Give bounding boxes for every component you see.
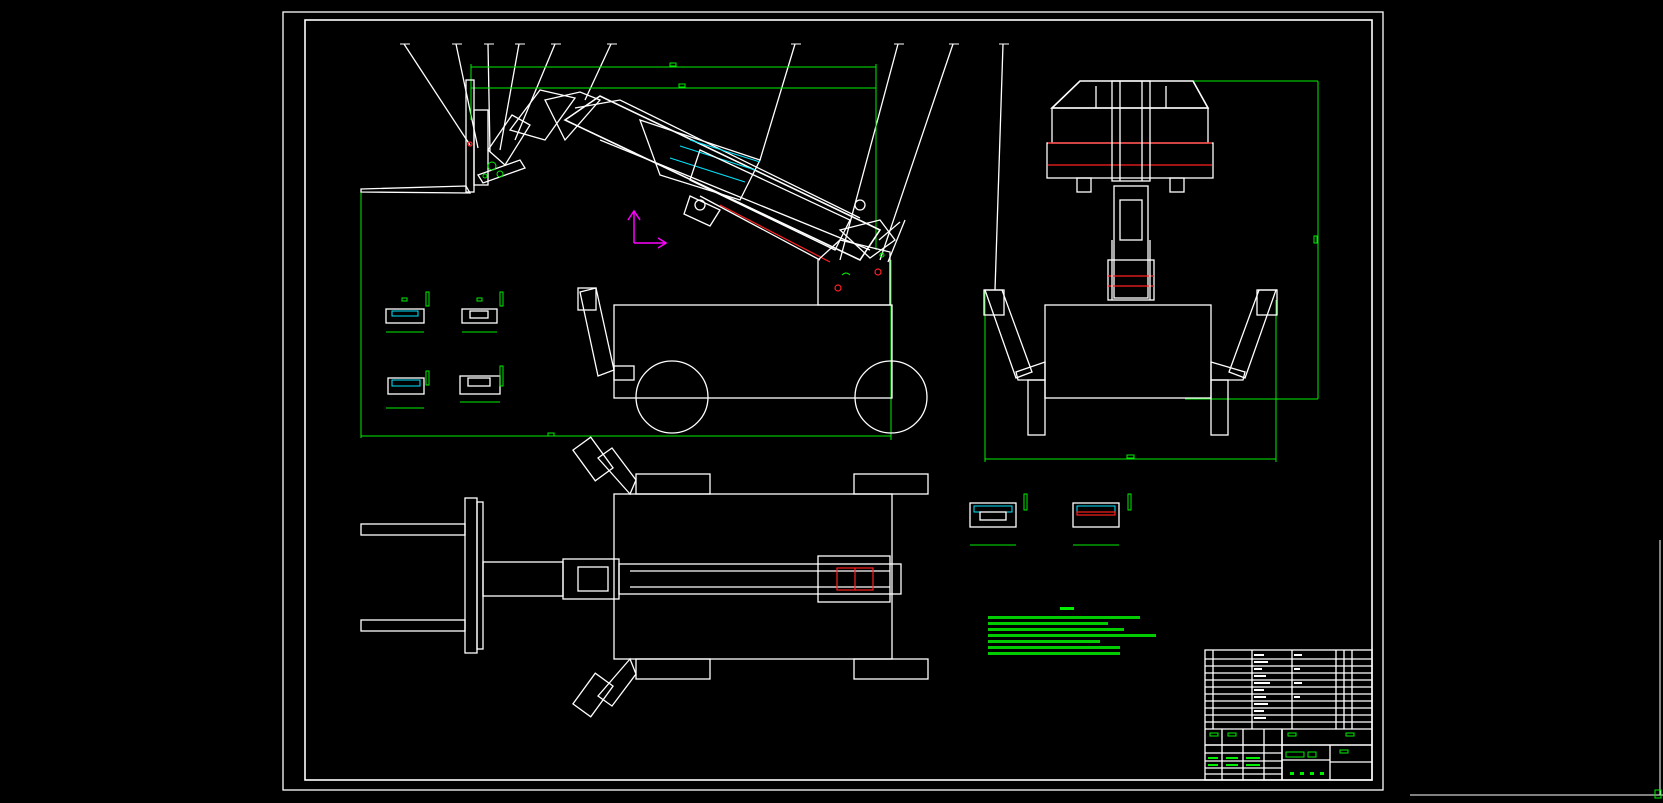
chassis-plan <box>613 473 929 680</box>
outrigger-side <box>577 287 615 377</box>
title-block-fields <box>1205 729 1372 780</box>
boom-front <box>1107 185 1155 301</box>
fork-carriage-side <box>360 79 531 194</box>
forks-plan <box>360 497 484 654</box>
front-elevation-view <box>983 80 1319 462</box>
side-view-dimensions <box>360 62 892 440</box>
telescopic-boom-side <box>508 89 906 263</box>
detail-section-4 <box>459 365 504 403</box>
chassis-side <box>613 304 928 434</box>
drawing-border <box>282 11 1384 791</box>
detail-section-3 <box>386 370 430 409</box>
outrigger-front-left <box>983 289 1046 381</box>
model-space-edge <box>1410 540 1663 799</box>
part-number-balloons <box>400 43 1009 291</box>
title-block <box>1204 649 1373 781</box>
detail-section-6 <box>1072 493 1132 546</box>
ucs-icon <box>627 209 668 249</box>
detail-section-2 <box>461 291 504 333</box>
chassis-front <box>1027 304 1229 436</box>
fork-frame-front <box>1046 80 1214 193</box>
technical-requirements-note <box>988 607 1156 655</box>
outrigger-front-right <box>1210 289 1278 381</box>
detail-section-1 <box>385 291 430 333</box>
front-view-dimensions <box>984 80 1319 462</box>
boom-plan <box>482 555 902 603</box>
plan-view <box>360 436 929 718</box>
outriggers-plan <box>572 436 637 718</box>
boom-pivot-mount <box>817 239 891 306</box>
parts-list <box>1205 650 1372 730</box>
detail-section-5 <box>969 493 1028 546</box>
side-elevation-view <box>360 62 928 440</box>
